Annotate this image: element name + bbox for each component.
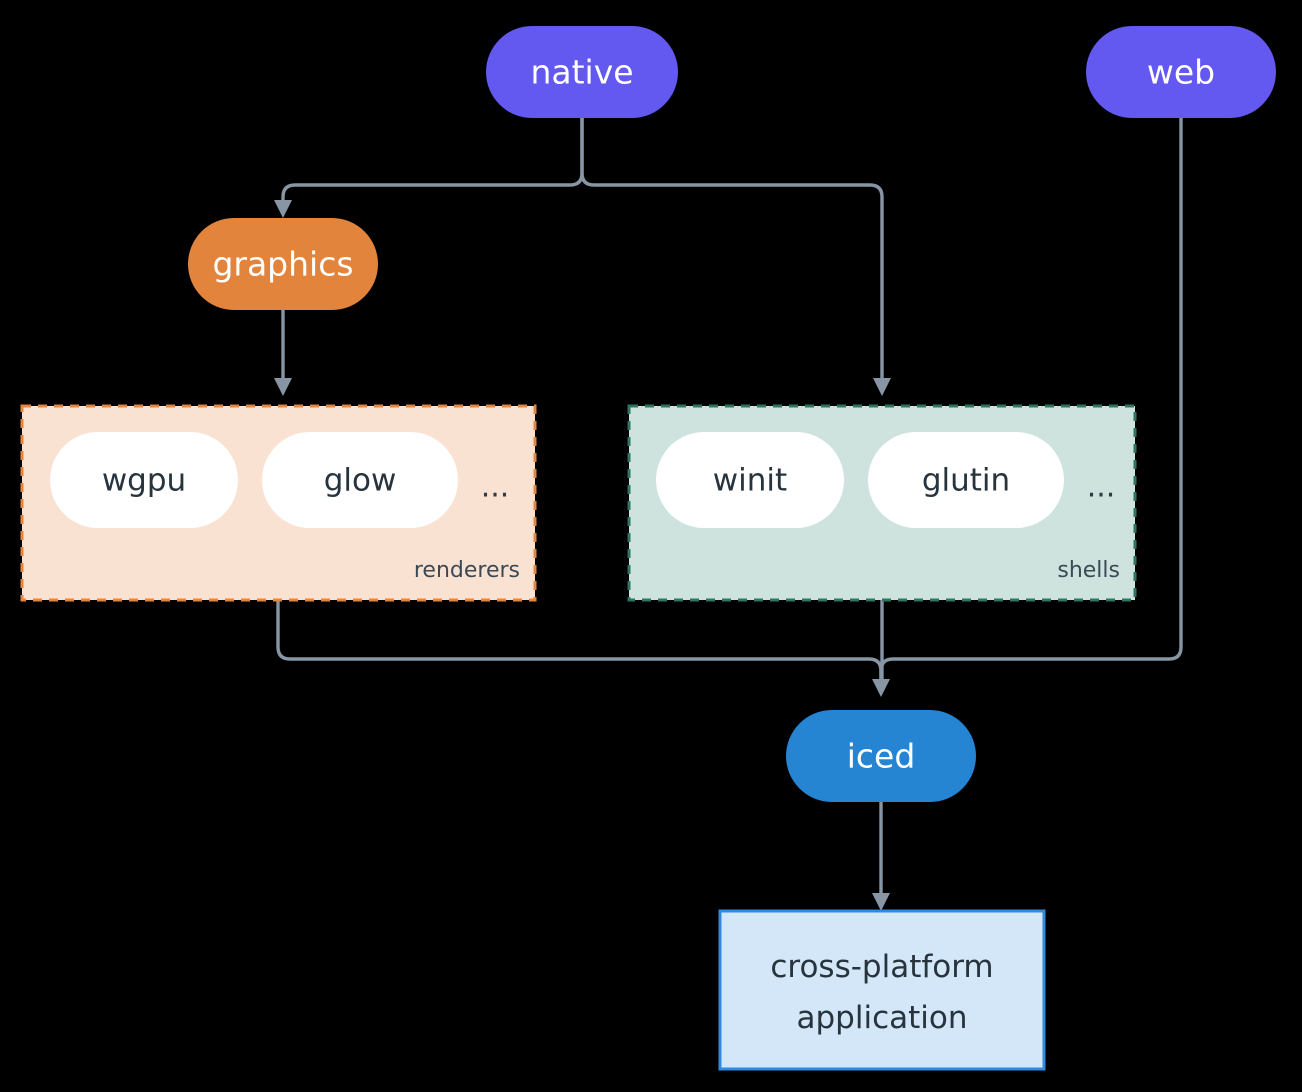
renderer-label-glow: glow: [324, 463, 397, 499]
renderers-ellipsis-icon: ...: [481, 470, 510, 505]
node-native[interactable]: native: [486, 26, 678, 118]
edge-native-to-graphics: [281, 116, 584, 207]
node-iced[interactable]: iced: [786, 710, 976, 802]
iced-label: iced: [847, 737, 916, 776]
edge-renderers-to-iced: [276, 598, 883, 683]
edge-web-to-iced: [879, 116, 1183, 683]
shell-label-glutin: glutin: [922, 463, 1010, 499]
edge-group: [274, 116, 1183, 911]
graphics-pill-shape[interactable]: [188, 218, 378, 310]
application-box-shape[interactable]: [718, 909, 1046, 1071]
arrowhead-merge-to-iced: [872, 679, 890, 697]
web-pill-shape[interactable]: [1086, 26, 1276, 118]
node-graphics[interactable]: graphics: [188, 218, 378, 310]
renderers-group-caption: renderers: [414, 558, 520, 583]
arrowhead-native-to-graphics: [274, 200, 292, 218]
arrowhead-graphics-to-renderers: [274, 378, 292, 396]
native-label: native: [530, 53, 633, 92]
native-pill-shape[interactable]: [486, 26, 678, 118]
edge-native-to-shells: [580, 116, 884, 383]
web-label: web: [1147, 53, 1215, 92]
iced-pill-shape[interactable]: [786, 710, 976, 802]
application-label-line-1: cross-platform: [770, 949, 993, 985]
arrowhead-iced-to-application: [872, 893, 890, 911]
node-application[interactable]: cross-platform application: [718, 909, 1046, 1071]
shells-group-caption: shells: [1057, 558, 1120, 583]
arrowhead-native-to-shells: [873, 378, 891, 396]
application-label-line-2: application: [797, 1000, 968, 1036]
shell-label-winit: winit: [713, 463, 787, 499]
group-renderers: wgpu glow ... renderers: [20, 404, 537, 602]
node-web[interactable]: web: [1086, 26, 1276, 118]
shells-ellipsis-icon: ...: [1087, 470, 1116, 505]
renderer-pill-wgpu[interactable]: [50, 432, 238, 528]
graphics-label: graphics: [212, 245, 353, 284]
shell-pill-glutin[interactable]: [868, 432, 1064, 528]
group-shells: winit glutin ... shells: [627, 404, 1137, 602]
renderer-pill-glow[interactable]: [262, 432, 458, 528]
shell-pill-winit[interactable]: [656, 432, 844, 528]
renderer-label-wgpu: wgpu: [102, 463, 186, 499]
